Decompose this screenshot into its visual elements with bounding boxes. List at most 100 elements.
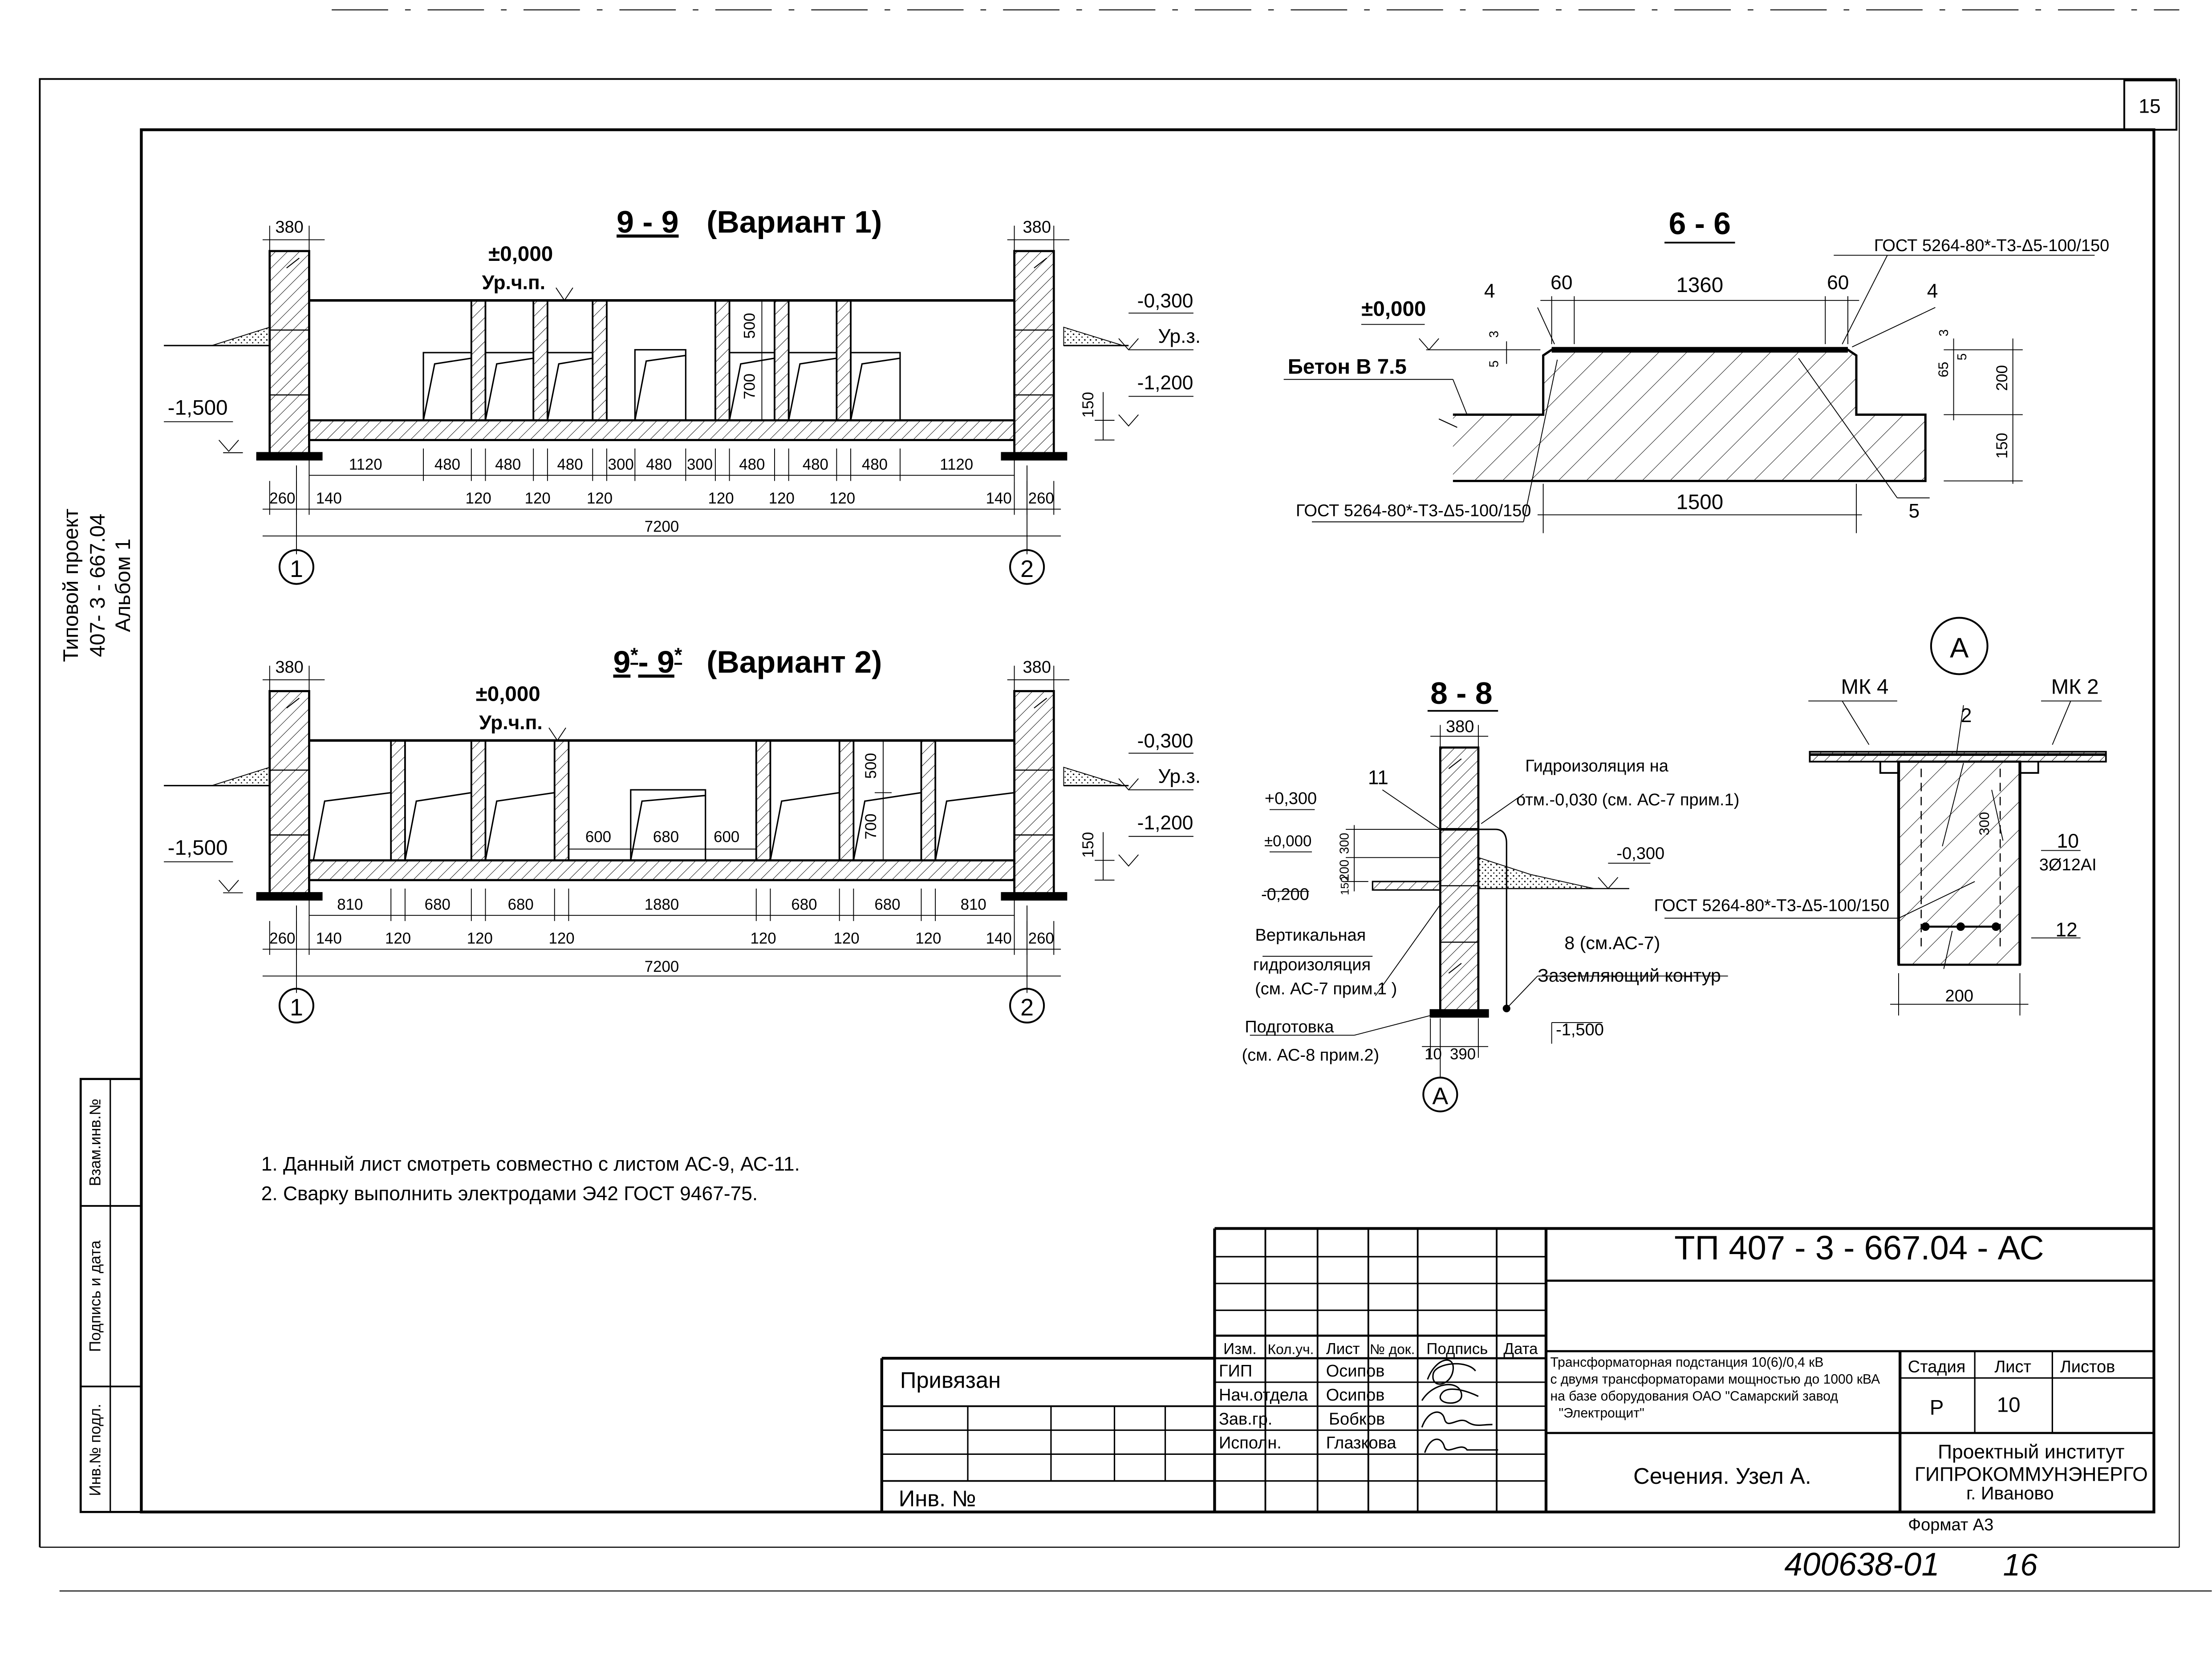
header-date: Дата — [1503, 1340, 1538, 1357]
dim-top-2: 480 — [495, 456, 521, 473]
dim-top-2: 680 — [508, 896, 534, 913]
name-4: Глазкова — [1326, 1434, 1397, 1453]
format-label: Формат А3 — [1908, 1516, 1993, 1535]
dim-bottom-7: 120 — [829, 490, 855, 507]
dim-3-right: 3 — [1937, 329, 1951, 337]
signatures — [1421, 1359, 1498, 1453]
axis-2: 2 — [1020, 556, 1034, 582]
vertical-waterproofing-3: (см. АС-7 прим.1 ) — [1255, 980, 1397, 999]
ground-label: Ур.з. — [1158, 765, 1201, 787]
dim-slab: 150 — [1080, 832, 1097, 858]
dim-top-5: 680 — [874, 896, 900, 913]
level-p300: +0,300 — [1265, 789, 1317, 808]
role-head: Нач.отдела — [1219, 1386, 1308, 1405]
section-6-6-text: 6 - 6 ГОСТ 5264-80*-Т3-Δ5-100/150 ±0,000… — [1288, 206, 2110, 522]
project-code: ТП 407 - 3 - 667.04 - АС — [1674, 1229, 2044, 1267]
sheet-value: 10 — [1997, 1393, 2021, 1417]
left-strip-inv: Взам.инв.№ — [87, 1099, 104, 1186]
dim-bottom-0: 260 — [269, 930, 295, 947]
stage-label: Стадия — [1908, 1358, 1966, 1377]
dim-top-6: 300 — [687, 456, 713, 473]
level-m300: -0,300 — [1616, 844, 1664, 863]
desc-4: "Электрощит" — [1559, 1406, 1644, 1421]
waterproof-2: отм.-0,030 (см. АС-7 прим.1) — [1516, 791, 1739, 809]
dim-380-right: 380 — [1023, 658, 1051, 677]
org-2: ГИПРОКОММУНЭНЕРГО — [1915, 1464, 2148, 1486]
level-zero: ±0,000 — [1264, 832, 1311, 850]
name-3: Бобков — [1329, 1410, 1385, 1429]
dim-total: 7200 — [645, 518, 679, 535]
dim-top-4: 300 — [608, 456, 634, 473]
right-level: -1,200 — [1137, 812, 1193, 834]
dim-top-0: 1120 — [349, 456, 382, 473]
dim-60-left: 60 — [1550, 272, 1572, 293]
node-a-callout: А — [1950, 632, 1969, 663]
dim-bottom-9: 260 — [1028, 930, 1054, 947]
privyazan-label: Привязан — [900, 1368, 1001, 1393]
node-a — [1664, 617, 2107, 1016]
left-strip-sign: Подпись и дата — [87, 1240, 104, 1352]
role-group: Зав.гр. — [1219, 1410, 1272, 1429]
dim-500: 500 — [741, 313, 759, 339]
dim-300: 300 — [1337, 833, 1352, 854]
header-doc: № док. — [1370, 1341, 1415, 1357]
dim-top-8: 480 — [803, 456, 828, 473]
dim-700: 700 — [862, 813, 880, 839]
pos-2: 2 — [1961, 705, 1972, 727]
level-zero: ±0,000 — [488, 242, 553, 266]
dim-top-1: 680 — [425, 896, 451, 913]
name-2: Осипов — [1326, 1386, 1385, 1405]
dim-top-7: 480 — [739, 456, 765, 473]
dim-bottom-9: 260 — [1028, 490, 1054, 507]
dim-150: 150 — [1339, 877, 1351, 895]
dim-380-left: 380 — [275, 218, 303, 237]
section-9-9 — [164, 225, 1193, 585]
dim-3-left: 3 — [1487, 331, 1501, 338]
dim-top-1: 480 — [434, 456, 460, 473]
dim-10: 10 — [1425, 1045, 1442, 1063]
desc-1: Трансформаторная подстанция 10(6)/0,4 кВ — [1550, 1355, 1823, 1370]
axis-1: 1 — [290, 556, 303, 582]
dim-380-left: 380 — [275, 658, 303, 677]
dim-700: 700 — [741, 374, 759, 399]
sheet-label: Лист — [1994, 1358, 2031, 1377]
side-stamp: Типовой проект 407- 3 - 667.04 Альбом 1 — [59, 509, 135, 662]
level-zero: ±0,000 — [1361, 297, 1426, 321]
concrete-label: Бетон В 7.5 — [1288, 355, 1407, 379]
dim-bottom-3: 120 — [467, 930, 493, 947]
mk2-label: МК 2 — [2051, 675, 2099, 699]
callout-a: А — [1432, 1083, 1448, 1110]
inv-label: Инв. № — [899, 1486, 976, 1511]
ground-level: -0,300 — [1137, 290, 1193, 312]
dim-top-4: 680 — [791, 896, 817, 913]
pos-11: 11 — [1368, 767, 1388, 789]
handwritten-page: 16 — [2003, 1547, 2037, 1582]
org-1: Проектный институт — [1938, 1441, 2124, 1463]
dim-500: 500 — [862, 753, 880, 779]
dim-65: 65 — [1935, 361, 1951, 377]
level-zero: ±0,000 — [476, 682, 540, 706]
left-level: -1,500 — [168, 836, 228, 860]
dim-bottom-8: 140 — [986, 930, 1012, 947]
dim-bottom-1: 140 — [316, 490, 342, 507]
pos-4-right: 4 — [1927, 280, 1938, 302]
sheet-frame — [39, 9, 2212, 1592]
left-level: -1,500 — [168, 396, 228, 419]
gost-node: ГОСТ 5264-80*-Т3-Δ5-100/150 — [1654, 897, 1889, 915]
axis-1: 1 — [290, 994, 303, 1021]
dim-bottom-7: 120 — [915, 930, 941, 947]
dim-top-6: 810 — [961, 896, 986, 913]
org-3: г. Иваново — [1966, 1483, 2054, 1503]
role-gip: ГИП — [1219, 1362, 1252, 1381]
side-stamp-line-3: Альбом 1 — [111, 539, 135, 632]
vertical-waterproofing-1: Вертикальная — [1255, 926, 1366, 945]
grounding-1: 8 (см.АС-7) — [1564, 933, 1660, 953]
section-8-8 — [1250, 710, 1728, 1113]
role-exec: Исполн. — [1219, 1434, 1282, 1453]
dim-bottom-5: 120 — [708, 490, 734, 507]
node-a-text: А МК 4 МК 2 2 300 10 3Ø12АI ГОСТ 5264-80… — [1654, 632, 2099, 1005]
dim-5-right: 5 — [1955, 353, 1969, 361]
